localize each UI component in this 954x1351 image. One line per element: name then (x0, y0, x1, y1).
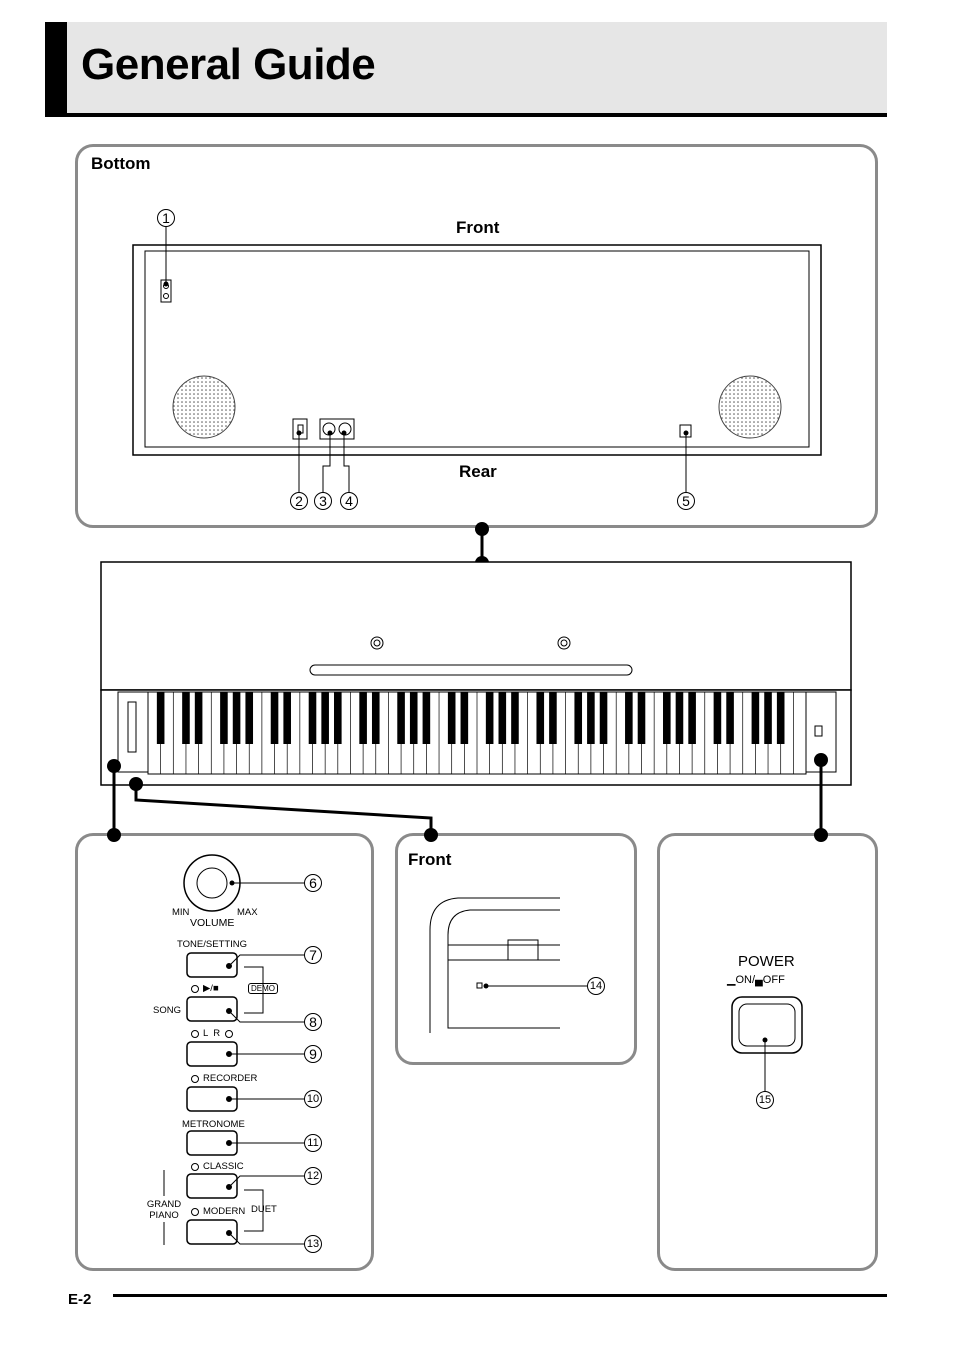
callout-1: 1 (157, 209, 175, 227)
page-header: General Guide (45, 22, 887, 117)
callout-11: 11 (304, 1134, 322, 1152)
header-rule (45, 113, 887, 117)
black-key (574, 692, 583, 744)
callout-4: 4 (340, 492, 358, 510)
recorder-label: RECORDER (203, 1073, 258, 1084)
black-key (156, 692, 165, 744)
callout-12: 12 (304, 1167, 322, 1185)
black-key (447, 692, 456, 744)
black-key (549, 692, 557, 744)
front-detail-panel (395, 833, 637, 1065)
black-key (245, 692, 254, 744)
front-detail-heading: Front (408, 850, 452, 869)
black-key (485, 692, 494, 744)
black-key (283, 692, 291, 744)
tone-setting-label: TONE/SETTING (177, 939, 248, 950)
keyboard-keys (156, 692, 794, 774)
dc-jack-icon (292, 418, 308, 440)
callout-7: 7 (304, 946, 322, 964)
bottom-view-panel (75, 144, 878, 528)
black-key (220, 692, 228, 744)
black-key (422, 692, 431, 744)
black-key (776, 692, 785, 744)
black-key (688, 692, 696, 744)
black-key (359, 692, 367, 744)
metronome-label: METRONOME (182, 1119, 245, 1130)
piano-bottom-inner (144, 250, 810, 448)
volume-min-label: MIN (172, 907, 190, 918)
callout-3: 3 (314, 492, 332, 510)
right-speaker-icon (718, 375, 782, 439)
black-key (409, 692, 418, 744)
left-speaker-icon (172, 375, 236, 439)
line-out-jacks-icon (319, 418, 355, 440)
black-key (663, 692, 671, 744)
black-key (764, 692, 772, 744)
bottom-heading: Bottom (91, 154, 151, 173)
black-key (460, 692, 469, 744)
power-label: POWER (738, 953, 795, 970)
footer-rule (113, 1294, 887, 1297)
page-number: E-2 (68, 1291, 92, 1308)
black-key (713, 692, 722, 744)
black-key (194, 692, 203, 744)
black-key (334, 692, 342, 744)
song-label: SONG (153, 1005, 181, 1016)
power-on-off-label: ▁ON/▄OFF (727, 974, 785, 986)
black-key (751, 692, 760, 744)
callout-5: 5 (677, 492, 695, 510)
black-key (675, 692, 684, 744)
callout-9: 9 (304, 1045, 322, 1063)
front-label: Front (456, 218, 500, 237)
music-rest (309, 664, 633, 676)
black-key (625, 692, 633, 744)
demo-label: DEMO (248, 983, 278, 994)
callout-8: 8 (304, 1013, 322, 1031)
black-key (587, 692, 595, 744)
black-key (308, 692, 317, 744)
black-key (726, 692, 734, 744)
black-key (511, 692, 519, 744)
piano-bottom-outline (132, 244, 822, 456)
volume-max-label: MAX (237, 907, 258, 918)
callout-6: 6 (304, 874, 322, 892)
callout-10: 10 (304, 1090, 322, 1108)
black-key (270, 692, 279, 744)
play-stop-label: ▶/■ (203, 983, 219, 994)
volume-label: VOLUME (190, 917, 235, 929)
black-key (536, 692, 545, 744)
black-key (321, 692, 329, 744)
black-key (182, 692, 190, 744)
black-key (232, 692, 241, 744)
black-key (637, 692, 646, 744)
black-key (371, 692, 380, 744)
grand-piano-label: GRAND PIANO (146, 1199, 182, 1221)
black-key (397, 692, 405, 744)
callout-2: 2 (290, 492, 308, 510)
panel-buttons (186, 952, 238, 1245)
callout-13: 13 (304, 1235, 322, 1253)
black-key (599, 692, 608, 744)
page-title: General Guide (81, 40, 376, 89)
callout-15: 15 (756, 1091, 774, 1109)
black-key (498, 692, 507, 744)
classic-label: CLASSIC (203, 1161, 244, 1172)
duet-label: DUET (251, 1204, 277, 1215)
rear-label: Rear (459, 462, 497, 481)
callout-14: 14 (587, 977, 605, 995)
modern-label: MODERN (203, 1206, 246, 1217)
header-accent-bar (45, 22, 67, 114)
l-r-label: L R (203, 1028, 221, 1039)
front-detail-drawing (429, 897, 587, 1033)
